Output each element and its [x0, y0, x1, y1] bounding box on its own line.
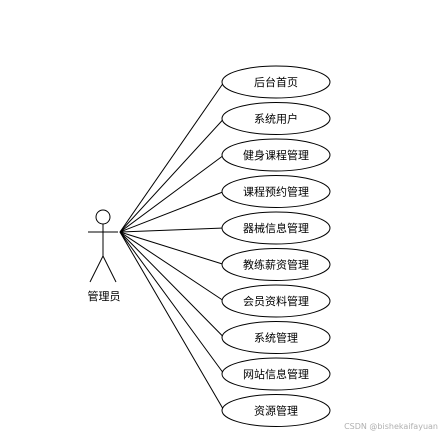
- association-line: [119, 81, 225, 233]
- actor-right-leg: [102, 255, 117, 283]
- use-case-label: 课程预约管理: [243, 185, 309, 199]
- use-case-ellipse: [221, 321, 331, 354]
- use-case-ellipse: [221, 175, 331, 208]
- association-line: [119, 231, 225, 411]
- use-case-7: 系统管理: [221, 321, 331, 354]
- use-case-label: 教练薪资管理: [243, 258, 309, 272]
- use-case-ellipse: [221, 65, 331, 99]
- use-case-1: 系统用户: [221, 102, 331, 135]
- use-case-ellipse: [221, 211, 331, 245]
- association-lines: [119, 81, 225, 411]
- use-case-label: 器械信息管理: [243, 221, 309, 235]
- use-case-ellipse: [221, 248, 331, 281]
- use-case-label: 后台首页: [254, 75, 298, 89]
- association-line: [119, 231, 225, 338]
- association-line: [119, 231, 225, 375]
- actor-head: [95, 209, 111, 225]
- use-case-list: 后台首页系统用户健身课程管理课程预约管理器械信息管理教练薪资管理会员资料管理系统…: [221, 65, 331, 427]
- use-case-4: 器械信息管理: [221, 211, 331, 245]
- use-case-8: 网站信息管理: [221, 357, 331, 391]
- use-case-label: 会员资料管理: [243, 294, 309, 308]
- use-case-ellipse: [221, 394, 331, 427]
- use-case-ellipse: [221, 138, 331, 172]
- use-case-6: 会员资料管理: [221, 284, 331, 318]
- use-case-9: 资源管理: [221, 394, 331, 427]
- use-case-label: 健身课程管理: [243, 148, 309, 162]
- watermark: CSDN @bishekaifayuan: [344, 422, 438, 431]
- actor-admin: 管理员: [88, 209, 121, 303]
- association-line: [119, 154, 225, 233]
- use-case-ellipse: [221, 102, 331, 135]
- use-case-0: 后台首页: [221, 65, 331, 99]
- actor-label: 管理员: [88, 289, 121, 303]
- association-line: [119, 118, 225, 233]
- association-line: [119, 231, 225, 265]
- association-line: [119, 191, 225, 233]
- use-case-2: 健身课程管理: [221, 138, 331, 172]
- use-case-3: 课程预约管理: [221, 175, 331, 208]
- use-case-label: 系统用户: [254, 112, 298, 126]
- association-line: [119, 227, 225, 233]
- use-case-ellipse: [221, 357, 331, 391]
- use-case-label: 网站信息管理: [243, 367, 309, 381]
- use-case-label: 资源管理: [254, 404, 298, 418]
- use-case-5: 教练薪资管理: [221, 248, 331, 281]
- actor-left-leg: [89, 255, 104, 283]
- use-case-ellipse: [221, 284, 331, 318]
- association-line: [119, 231, 225, 302]
- use-case-label: 系统管理: [254, 331, 298, 345]
